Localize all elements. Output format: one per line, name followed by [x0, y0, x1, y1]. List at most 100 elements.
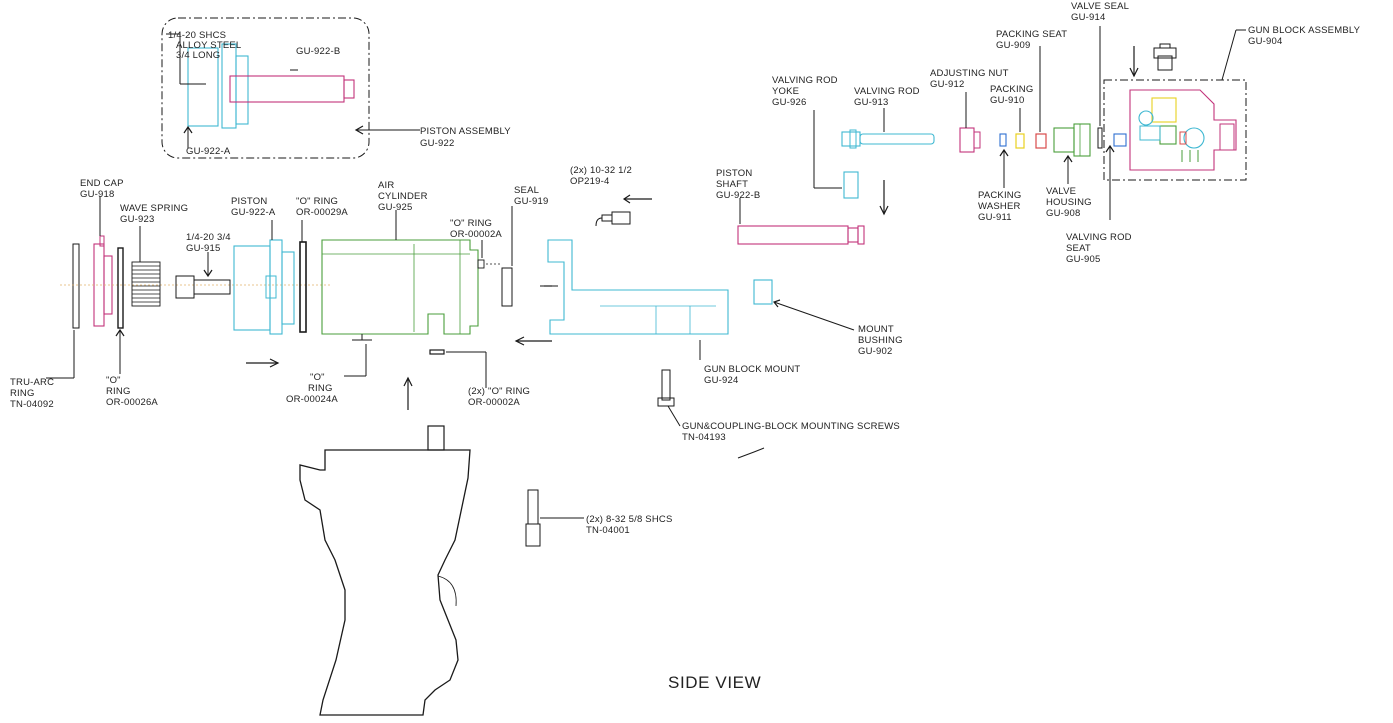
label-packing-code: GU-910 — [990, 95, 1024, 106]
label-op219-name: (2x) 10-32 1/2 — [570, 165, 632, 176]
label-valve-seal-code: GU-914 — [1071, 12, 1105, 23]
label-gun-block-asm-name: GUN BLOCK ASSEMBLY — [1248, 25, 1361, 36]
view-title: SIDE VIEW — [668, 673, 761, 692]
tru-arc-ring — [46, 243, 80, 379]
label-tru-arc-name-1: TRU-ARC — [10, 377, 54, 388]
label-shcs-code: TN-04001 — [586, 525, 630, 536]
label-wave-spring-code: GU-923 — [120, 214, 154, 225]
o-ring-or-00026a — [115, 247, 125, 374]
valving-rod — [841, 108, 935, 216]
label-oring-02b-name: (2x) "O" RING — [468, 386, 530, 397]
label-packing-seat-name: PACKING SEAT — [996, 29, 1067, 40]
label-valve-housing-name-2: HOUSING — [1046, 197, 1092, 208]
seal-gu-919 — [501, 206, 513, 307]
label-rod-seat-name-1: VALVING ROD — [1066, 232, 1132, 243]
label-rod-seat-code: GU-905 — [1066, 254, 1100, 265]
label-oring-26-code: OR-00026A — [106, 397, 158, 408]
detail-assembly-code: GU-922 — [420, 138, 454, 149]
detail-shaft — [229, 75, 345, 103]
label-mount-bushing-code: GU-902 — [858, 346, 892, 357]
label-adj-nut-name: ADJUSTING NUT — [930, 68, 1009, 79]
adjusting-nut — [959, 92, 981, 153]
label-end-cap-name: END CAP — [80, 178, 124, 189]
label-oring-24-code: OR-00024A — [286, 394, 338, 405]
label-piston-shaft-code: GU-922-B — [716, 190, 760, 201]
packing — [1015, 108, 1025, 149]
label-seal-name: SEAL — [514, 185, 539, 196]
label-valve-housing-code: GU-908 — [1046, 208, 1080, 219]
label-valving-rod-code: GU-913 — [854, 97, 888, 108]
label-end-cap-code: GU-918 — [80, 189, 114, 200]
label-mount-bushing-name-2: BUSHING — [858, 335, 903, 346]
o-ring-or-00029a — [299, 220, 307, 333]
label-gun-block-mount-code: GU-924 — [704, 375, 738, 386]
label-oring-26-name-1: "O" — [106, 375, 121, 386]
label-screw-915-name: 1/4-20 3/4 — [186, 232, 231, 243]
label-shcs-name: (2x) 8-32 5/8 SHCS — [586, 514, 673, 525]
screw-gu-915 — [175, 252, 231, 299]
label-oring-02-code: OR-00002A — [450, 229, 502, 240]
label-seal-code: GU-919 — [514, 196, 548, 207]
detail-piston-flange — [235, 55, 249, 125]
label-valve-housing-name-1: VALVE — [1046, 186, 1076, 197]
label-gun-block-asm-code: GU-904 — [1248, 36, 1282, 47]
detail-screw-name-2: ALLOY STEEL — [176, 40, 241, 51]
label-wave-spring-name: WAVE SPRING — [120, 203, 188, 214]
piston-gu-922-a — [233, 220, 295, 335]
label-oring-29-name: "O" RING — [296, 196, 338, 207]
mounting-screws — [657, 369, 765, 459]
label-oring-02-name: "O" RING — [450, 218, 492, 229]
detail-dashed-border — [161, 17, 370, 159]
label-op219-code: OP219-4 — [570, 176, 609, 187]
pistol-grip — [299, 425, 471, 716]
label-air-cyl-code: GU-925 — [378, 202, 412, 213]
label-piston-shaft-name-1: PISTON — [716, 168, 752, 179]
label-tru-arc-code: TN-04092 — [10, 399, 54, 410]
gun-block-assembly — [1103, 29, 1247, 181]
label-mount-screws-name: GUN&COUPLING-BLOCK MOUNTING SCREWS — [682, 421, 900, 432]
label-air-cyl-name-2: CYLINDER — [378, 191, 428, 202]
label-oring-29-code: OR-00029A — [296, 207, 348, 218]
label-screw-915-code: GU-915 — [186, 243, 220, 254]
screw-op219-4 — [595, 194, 652, 227]
mount-bushing — [753, 279, 855, 331]
detail-piston-code: GU-922-A — [186, 146, 231, 157]
detail-piston-ring — [221, 43, 237, 129]
label-packing-name: PACKING — [990, 84, 1033, 95]
label-mount-bushing-name-1: MOUNT — [858, 324, 894, 335]
part-labels: END CAP GU-918 WAVE SPRING GU-923 1/4-20… — [10, 1, 1361, 692]
label-piston-code: GU-922-A — [231, 207, 276, 218]
detail-screw-name-3: 3/4 LONG — [176, 50, 220, 61]
label-yoke-code: GU-926 — [772, 97, 806, 108]
label-yoke-name-1: VALVING ROD — [772, 75, 838, 86]
piston-assembly-detail: 1/4-20 SHCS ALLOY STEEL 3/4 LONG GU-922-… — [161, 17, 511, 159]
packing-washer — [999, 133, 1009, 188]
label-yoke-name-2: YOKE — [772, 86, 799, 97]
label-packing-seat-code: GU-909 — [996, 40, 1030, 51]
label-packing-washer-code: GU-911 — [978, 212, 1012, 223]
detail-assembly-name: PISTON ASSEMBLY — [420, 126, 511, 137]
shcs-screws — [525, 489, 584, 547]
label-oring-26-name-2: RING — [106, 386, 131, 397]
packing-seat — [1035, 46, 1047, 149]
detail-shaft-code: GU-922-B — [296, 46, 340, 57]
label-piston-shaft-name-2: SHAFT — [716, 179, 748, 190]
label-rod-seat-name-2: SEAT — [1066, 243, 1091, 254]
label-adj-nut-code: GU-912 — [930, 79, 964, 90]
gun-block-mount — [540, 239, 729, 360]
o-ring-or-00002a — [477, 240, 500, 269]
label-valving-rod-name: VALVING ROD — [854, 86, 920, 97]
label-mount-screws-code: TN-04193 — [682, 432, 726, 443]
valving-rod-seat — [1105, 133, 1127, 220]
wave-spring — [131, 226, 161, 307]
direction-arrows — [246, 285, 552, 410]
valve-housing — [1053, 123, 1091, 184]
end-cap — [60, 196, 330, 327]
label-piston-name: PISTON — [231, 196, 267, 207]
label-packing-washer-name-2: WASHER — [978, 201, 1021, 212]
detail-screw-name-1: 1/4-20 SHCS — [168, 30, 226, 41]
valve-seal — [1097, 26, 1103, 149]
label-valve-seal-name: VALVE SEAL — [1071, 1, 1129, 12]
label-air-cyl-name-1: AIR — [378, 180, 394, 191]
